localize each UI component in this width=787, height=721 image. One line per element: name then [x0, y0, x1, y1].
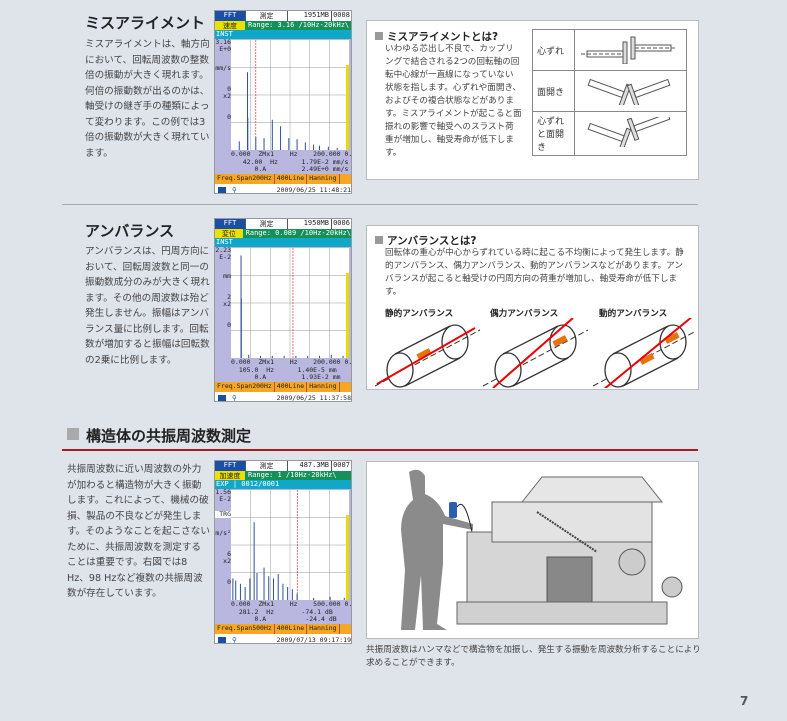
file-number: 0006	[331, 219, 351, 229]
combined-diagram-icon	[574, 111, 687, 156]
fft-mode-label: FFT	[215, 219, 245, 229]
unbalance-box-title: アンバランスとは?	[387, 235, 477, 247]
level-bar	[346, 65, 349, 150]
trigger-mode-label: INST	[215, 238, 351, 247]
memory-remaining: 1950MB	[287, 219, 331, 229]
timestamp: 2009/06/25 11:37:58	[276, 393, 351, 402]
misalignment-box-title: ミスアライメントとは?	[387, 31, 499, 43]
misalignment-table: 心ずれ 面開き 心ずれと面開き	[532, 29, 687, 156]
misalignment-box: ミスアライメントとは? いわゆる芯出し不良で、カップリングで結合される2つの回転…	[366, 20, 699, 180]
file-number: 0008	[331, 11, 351, 21]
fft-mode-label: FFT	[215, 461, 245, 471]
unbalance-title: アンバランス	[85, 222, 175, 240]
status-icon	[218, 636, 226, 643]
resonance-caption: 共振周波数はハンマなどで構造物を加振し、発生する振動を周波数分析することにより求…	[366, 645, 701, 668]
square-bullet-icon	[375, 32, 383, 40]
resonance-illustration	[366, 461, 699, 639]
timestamp: 2009/07/13 09:17:19	[276, 635, 351, 644]
window-function: Hanning	[307, 382, 340, 392]
zoom-icon: ⚲	[232, 393, 237, 402]
vibration-meter-icon	[449, 502, 457, 518]
zoom-icon: ⚲	[232, 635, 237, 644]
range-label: Range: 3.16 /10Hz-20kHz\	[248, 21, 350, 29]
cursor-readout: 0.000 ZMx1 Hz 500.000 0.A 281.2 Hz -74.1…	[231, 600, 352, 623]
quantity-label: 加速度	[215, 471, 245, 480]
angular-diagram-icon	[574, 70, 687, 112]
misalignment-title: ミスアライメント	[85, 14, 206, 32]
misalignment-box-text: いわゆる芯出し不良で、カップリングで結合される2つの回転軸の回転中心線が一直線に…	[385, 44, 522, 158]
line-count: 400Line	[275, 174, 308, 184]
range-label: Range: 0.089 /10Hz-20kHz\	[245, 229, 351, 237]
freq-span: Freq.Span200Hz	[215, 174, 275, 184]
window-function: Hanning	[307, 624, 340, 634]
section-rule	[62, 449, 698, 451]
status-icon	[218, 394, 226, 401]
measure-status: 測定	[245, 219, 287, 229]
file-number: 0007	[331, 461, 351, 471]
freq-span: Freq.Span200Hz	[215, 382, 275, 392]
resonance-title: 構造体の共振周波数測定	[86, 427, 252, 445]
cursor-readout: 0.000 ZMx1 Hz 200.000 0.A 42.00 Hz 1.79E…	[231, 150, 352, 173]
spectrum-plot	[231, 490, 349, 600]
window-function: Hanning	[307, 174, 340, 184]
line-count: 400Line	[275, 382, 308, 392]
section-square-icon	[67, 428, 79, 440]
trigger-mode-label: INST	[215, 30, 351, 39]
cursor-readout: 0.000 ZMx1 Hz 200.000 0.A 105.0 Hz 1.40E…	[231, 358, 352, 381]
page-number: 7	[740, 694, 749, 708]
range-label: Range: 1 /10Hz-20kHz\	[248, 471, 337, 479]
unbalance-box: アンバランスとは? 回転体の重心が中心からずれている時に起こる不均衡によって発生…	[366, 225, 699, 390]
trigger-mode-label: EXP | 0012/0001	[215, 480, 351, 489]
quantity-label: 速度	[215, 21, 245, 30]
memory-remaining: 1951MB	[287, 11, 331, 21]
zoom-icon: ⚲	[232, 185, 237, 194]
quantity-label: 変位	[215, 229, 243, 238]
table-label: 心ずれ	[532, 29, 575, 71]
timestamp: 2009/06/25 11:48:21	[276, 185, 351, 194]
dynamic-unbalance-label: 動的アンバランス	[599, 309, 668, 319]
spectrum-plot	[231, 40, 349, 150]
misalignment-text: ミスアライメントは、軸方向において、回転周波数の整数倍の振動が大きく現れます。何…	[85, 39, 210, 159]
shaper-machine-with-person-illustration	[401, 469, 683, 630]
unbalance-text: アンバランスは、円周方向において、回転周波数と同一の振動数成分のみが大きく現れま…	[85, 246, 210, 366]
memory-remaining: 487.3MB	[287, 461, 331, 471]
divider	[62, 204, 698, 205]
measure-status: 測定	[245, 11, 287, 21]
level-bar	[346, 515, 349, 600]
square-bullet-icon	[375, 236, 383, 244]
couple-unbalance-label: 偶力アンバランス	[490, 309, 559, 319]
unbalance-box-text: 回転体の重心が中心からずれている時に起こる不均衡によって発生します。静的アンバラ…	[385, 248, 684, 297]
level-bar	[346, 273, 349, 358]
resonance-text: 共振周波数に近い周波数の外力が加わると構造物が大きく振動します。これによって、機…	[67, 464, 210, 599]
spectrum-plot	[231, 248, 349, 358]
status-icon	[218, 186, 226, 193]
offset-diagram-icon	[574, 29, 687, 71]
line-count: 400Line	[275, 624, 308, 634]
fft-mode-label: FFT	[215, 11, 245, 21]
freq-span: Freq.Span500Hz	[215, 624, 275, 634]
table-label: 心ずれと面開き	[532, 111, 575, 156]
table-label: 面開き	[532, 70, 575, 112]
unbalance-diagrams-icon	[375, 318, 695, 388]
measure-status: 測定	[245, 461, 287, 471]
static-unbalance-label: 静的アンバランス	[385, 309, 454, 319]
